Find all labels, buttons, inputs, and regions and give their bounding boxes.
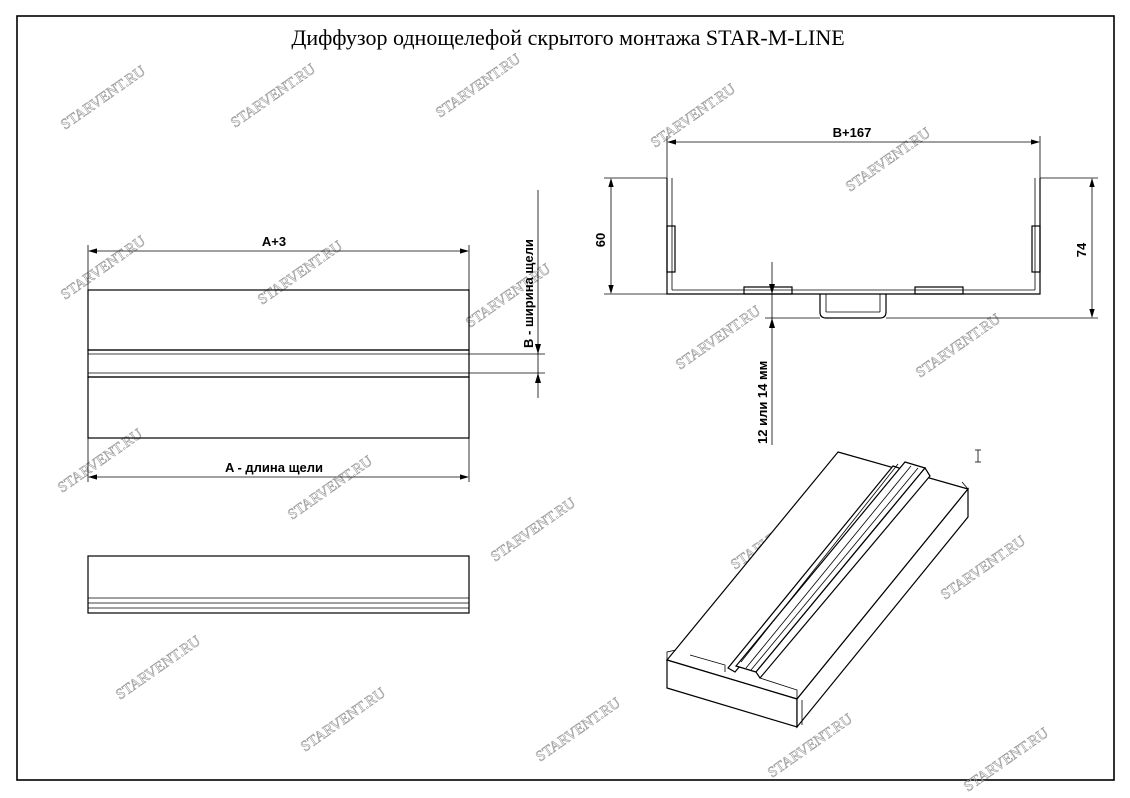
section-clip-right <box>1031 225 1041 273</box>
side-view <box>87 555 470 614</box>
dimension-label-b-plus-167: B+167 <box>833 125 872 140</box>
side-profile <box>87 555 470 614</box>
text-cursor-icon <box>975 449 981 463</box>
isometric-view <box>665 451 970 729</box>
watermark-text: STARVENT.RU <box>58 233 149 303</box>
watermark-text: STARVENT.RU <box>433 51 524 121</box>
watermark-text: STARVENT.RU <box>938 533 1029 603</box>
watermark-text: STARVENT.RU <box>298 685 389 755</box>
drawing-frame <box>16 15 1115 781</box>
section-spring-right <box>914 286 964 295</box>
dimension-label-frame-depth: 12 или 14 мм <box>755 361 770 444</box>
section-clip-left <box>666 225 676 273</box>
watermark-text: STARVENT.RU <box>113 633 204 703</box>
dimension-label-slot-width: B - ширина щели <box>521 239 536 348</box>
section-view: B+167 60 74 12 или 14 мм <box>593 125 1098 445</box>
watermark-text: STARVENT.RU <box>673 303 764 373</box>
front-view: A+3 B - ширина щели A - длина щели <box>87 190 545 482</box>
watermark-text: STARVENT.RU <box>58 63 149 133</box>
front-plate-bottom <box>87 376 470 439</box>
watermark-text: STARVENT.RU <box>961 725 1052 795</box>
drawing-title: Диффузор однощелефой скрытого монтажа ST… <box>291 25 844 50</box>
section-spring-left <box>743 286 793 295</box>
dimension-label-a-plus-3: A+3 <box>262 234 286 249</box>
dimension-label-60: 60 <box>593 233 608 247</box>
dimension-label-74: 74 <box>1074 242 1089 257</box>
front-plate-top <box>87 289 470 351</box>
section-frame <box>666 178 1041 295</box>
dimension-label-slot-length: A - длина щели <box>225 460 323 475</box>
watermark-text: STARVENT.RU <box>648 81 739 151</box>
watermark-text: STARVENT.RU <box>463 261 554 331</box>
watermark-layer: STARVENT.RU STARVENT.RU STARVENT.RU STAR… <box>55 51 1052 796</box>
section-slot-channel <box>819 294 887 319</box>
watermark-text: STARVENT.RU <box>533 695 624 765</box>
watermark-text: STARVENT.RU <box>488 495 579 565</box>
watermark-text: STARVENT.RU <box>913 311 1004 381</box>
watermark-text: STARVENT.RU <box>55 426 146 496</box>
watermark-text: STARVENT.RU <box>228 61 319 131</box>
